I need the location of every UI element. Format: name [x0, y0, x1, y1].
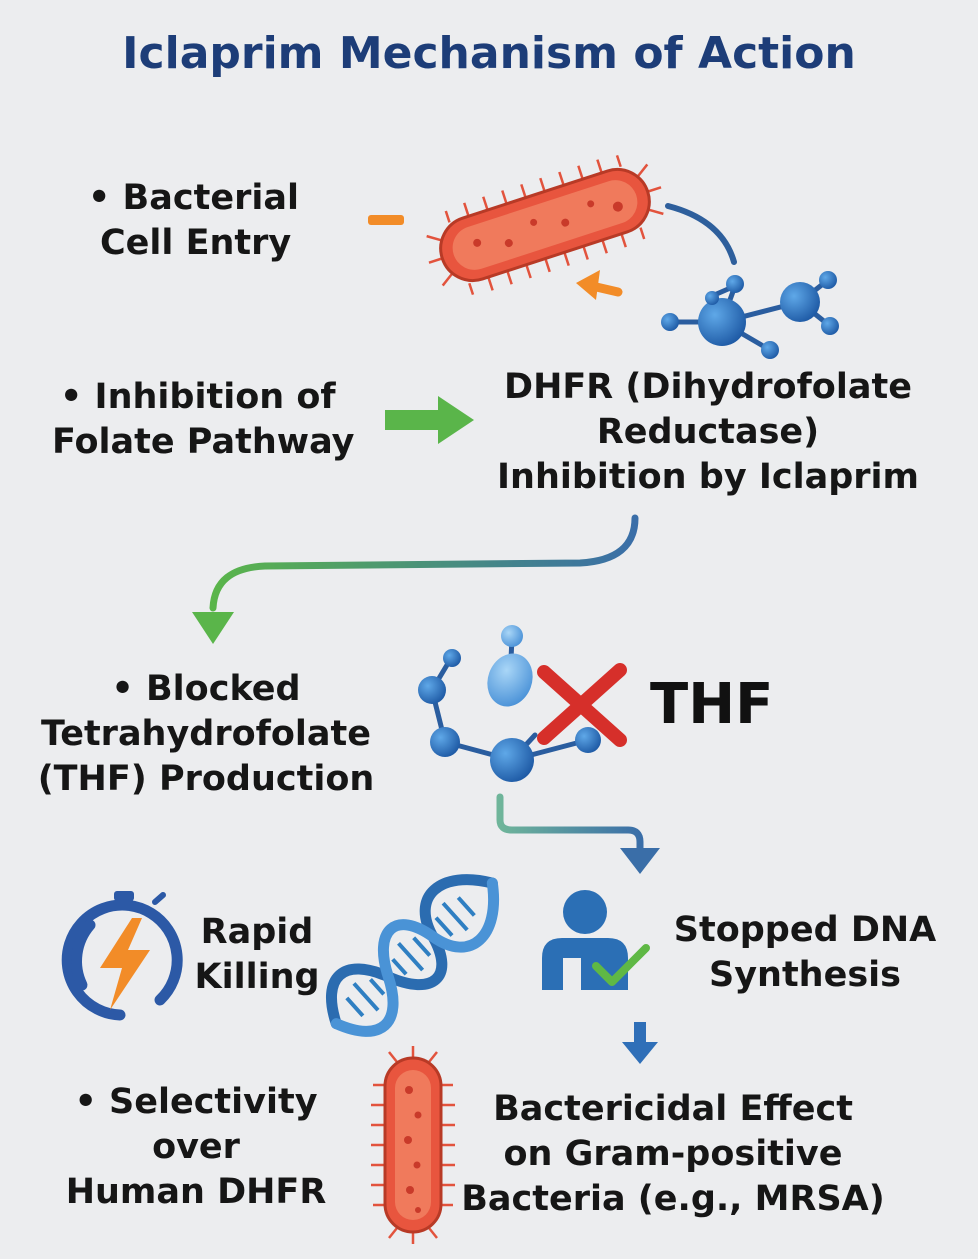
- step-selectivity: • Selectivity over Human DHFR: [40, 1080, 352, 1215]
- step-dna-stopped: Stopped DNA Synthesis: [655, 908, 955, 998]
- step-dhfr: DHFR (Dihydrofolate Reductase) Inhibitio…: [488, 365, 928, 500]
- thf-label: THF: [650, 672, 774, 737]
- step-rapid-killing: Rapid Killing: [182, 910, 332, 1000]
- step-thf-blocked-line-2: Tetrahydrofolate: [40, 714, 372, 754]
- dna-helix-icon: [326, 874, 500, 1037]
- orange-dash-icon: [368, 215, 404, 225]
- step-dhfr-line-2: Reductase): [596, 412, 820, 452]
- bacterium-icon: [426, 154, 664, 296]
- step-selectivity-line-3: Human DHFR: [65, 1172, 327, 1212]
- connector-arc: [665, 203, 737, 265]
- molecule-icon: [661, 271, 839, 359]
- green-arrow-right-icon: [385, 396, 474, 444]
- flow-arrow-down-small: [622, 1022, 658, 1064]
- step-cell-entry: • Bacterial Cell Entry: [88, 176, 299, 266]
- step-folate-inhibition: • Inhibition of Folate Pathway: [52, 375, 354, 465]
- step-rapid-killing-line-1: Rapid: [200, 912, 314, 952]
- step-bactericidal-line-3: Bacteria (e.g., MRSA): [461, 1179, 885, 1219]
- step-selectivity-line-2: over: [152, 1127, 240, 1167]
- step-cell-entry-line-2: Cell Entry: [100, 223, 292, 263]
- step-dna-stopped-line-1: Stopped DNA: [673, 910, 937, 950]
- step-folate-inhibition-line-2: Folate Pathway: [52, 422, 355, 462]
- thf-molecule-icon: [418, 625, 601, 782]
- step-folate-inhibition-line-1: • Inhibition of: [60, 377, 336, 417]
- flow-arrow-curve: [192, 514, 639, 644]
- step-thf-blocked-line-3: (THF) Production: [37, 759, 375, 799]
- page-title: Iclaprim Mechanism of Action: [122, 28, 856, 79]
- step-thf-blocked: • Blocked Tetrahydrofolate (THF) Product…: [10, 667, 402, 802]
- step-dhfr-line-1: DHFR (Dihydrofolate: [504, 367, 912, 407]
- bacterium-vertical-icon: [371, 1046, 455, 1244]
- step-bactericidal: Bactericidal Effect on Gram-positive Bac…: [448, 1087, 898, 1222]
- step-dhfr-line-3: Inhibition by Iclaprim: [497, 457, 919, 497]
- orange-arrow-icon: [576, 270, 623, 300]
- stopwatch-lightning-icon: [61, 891, 183, 1021]
- step-bactericidal-line-2: on Gram-positive: [503, 1134, 843, 1174]
- flow-arrow-down: [496, 793, 660, 874]
- step-bactericidal-line-1: Bactericidal Effect: [493, 1089, 853, 1129]
- step-thf-blocked-line-1: • Blocked: [111, 669, 301, 709]
- step-rapid-killing-line-2: Killing: [194, 957, 320, 997]
- step-cell-entry-line-1: • Bacterial: [88, 178, 299, 218]
- step-dna-stopped-line-2: Synthesis: [709, 955, 901, 995]
- step-selectivity-line-1: • Selectivity: [74, 1082, 318, 1122]
- person-check-icon: [542, 890, 650, 990]
- red-x-icon: [537, 663, 627, 747]
